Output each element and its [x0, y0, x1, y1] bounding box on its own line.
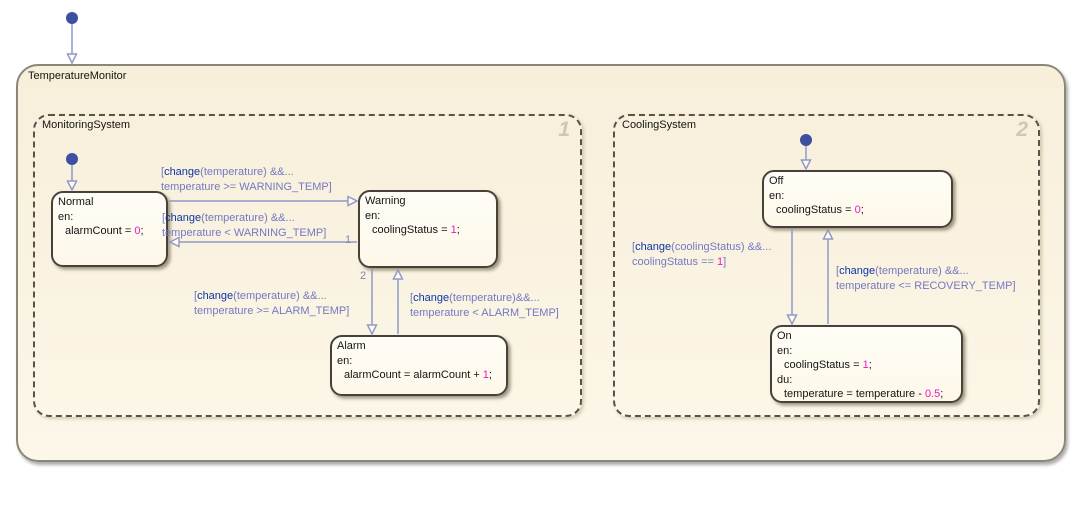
- state-action-keyword: du:: [777, 373, 793, 386]
- state-action-keyword: en:: [365, 209, 381, 222]
- state-title: Alarm: [337, 340, 366, 352]
- transition-priority-warning-to-alarm: 2: [360, 270, 367, 282]
- state-normal[interactable]: Normal en: alarmCount = 0;: [51, 191, 168, 267]
- state-action-keyword: en:: [769, 189, 785, 202]
- region-cooling-system[interactable]: CoolingSystem 2: [613, 114, 1040, 417]
- state-on[interactable]: On en: coolingStatus = 1; du: temperatur…: [770, 325, 963, 403]
- region-priority-number: 1: [558, 118, 570, 141]
- state-action-line: coolingStatus = 1;: [784, 359, 872, 371]
- state-title: On: [777, 330, 792, 342]
- state-action-keyword: en:: [58, 210, 74, 223]
- default-transition-chart[interactable]: [66, 12, 78, 65]
- transition-label-normal-to-warning[interactable]: [change(temperature) &&... temperature >…: [161, 166, 332, 193]
- state-warning[interactable]: Warning en: coolingStatus = 1;: [358, 190, 498, 268]
- transition-priority-warning-to-normal: 1: [345, 234, 352, 246]
- chart-title: TemperatureMonitor: [28, 70, 127, 82]
- state-action-keyword: en:: [337, 354, 353, 367]
- region-monitoring-system[interactable]: MonitoringSystem 1: [33, 114, 582, 417]
- state-action-line: coolingStatus = 0;: [776, 204, 864, 216]
- state-off[interactable]: Off en: coolingStatus = 0;: [762, 170, 953, 228]
- state-title: Off: [769, 175, 784, 187]
- state-action-line: coolingStatus = 1;: [372, 224, 460, 236]
- transition-label-warning-to-alarm[interactable]: [change(temperature) &&... temperature >…: [194, 290, 350, 317]
- region-title: MonitoringSystem: [42, 119, 131, 131]
- state-temperature-monitor[interactable]: TemperatureMonitor: [16, 64, 1066, 462]
- state-alarm[interactable]: Alarm en: alarmCount = alarmCount + 1;: [330, 335, 508, 396]
- region-title: CoolingSystem: [622, 119, 696, 131]
- transition-label-on-to-off[interactable]: [change(temperature) &&... temperature <…: [836, 265, 1016, 292]
- state-action-line: temperature = temperature - 0.5;: [784, 388, 944, 400]
- transition-label-warning-to-normal[interactable]: [change(temperature) &&... temperature <…: [162, 212, 327, 239]
- state-action-line: alarmCount = alarmCount + 1;: [344, 369, 492, 381]
- state-title: Normal: [58, 196, 94, 208]
- state-action-line: alarmCount = 0;: [65, 225, 144, 237]
- state-title: Warning: [365, 195, 406, 207]
- state-action-keyword: en:: [777, 344, 793, 357]
- transition-label-off-to-on[interactable]: [change(coolingStatus) &&... coolingStat…: [632, 241, 772, 268]
- transition-label-alarm-to-warning[interactable]: [change(temperature)&&... temperature < …: [410, 292, 559, 319]
- region-priority-number: 2: [1016, 118, 1028, 141]
